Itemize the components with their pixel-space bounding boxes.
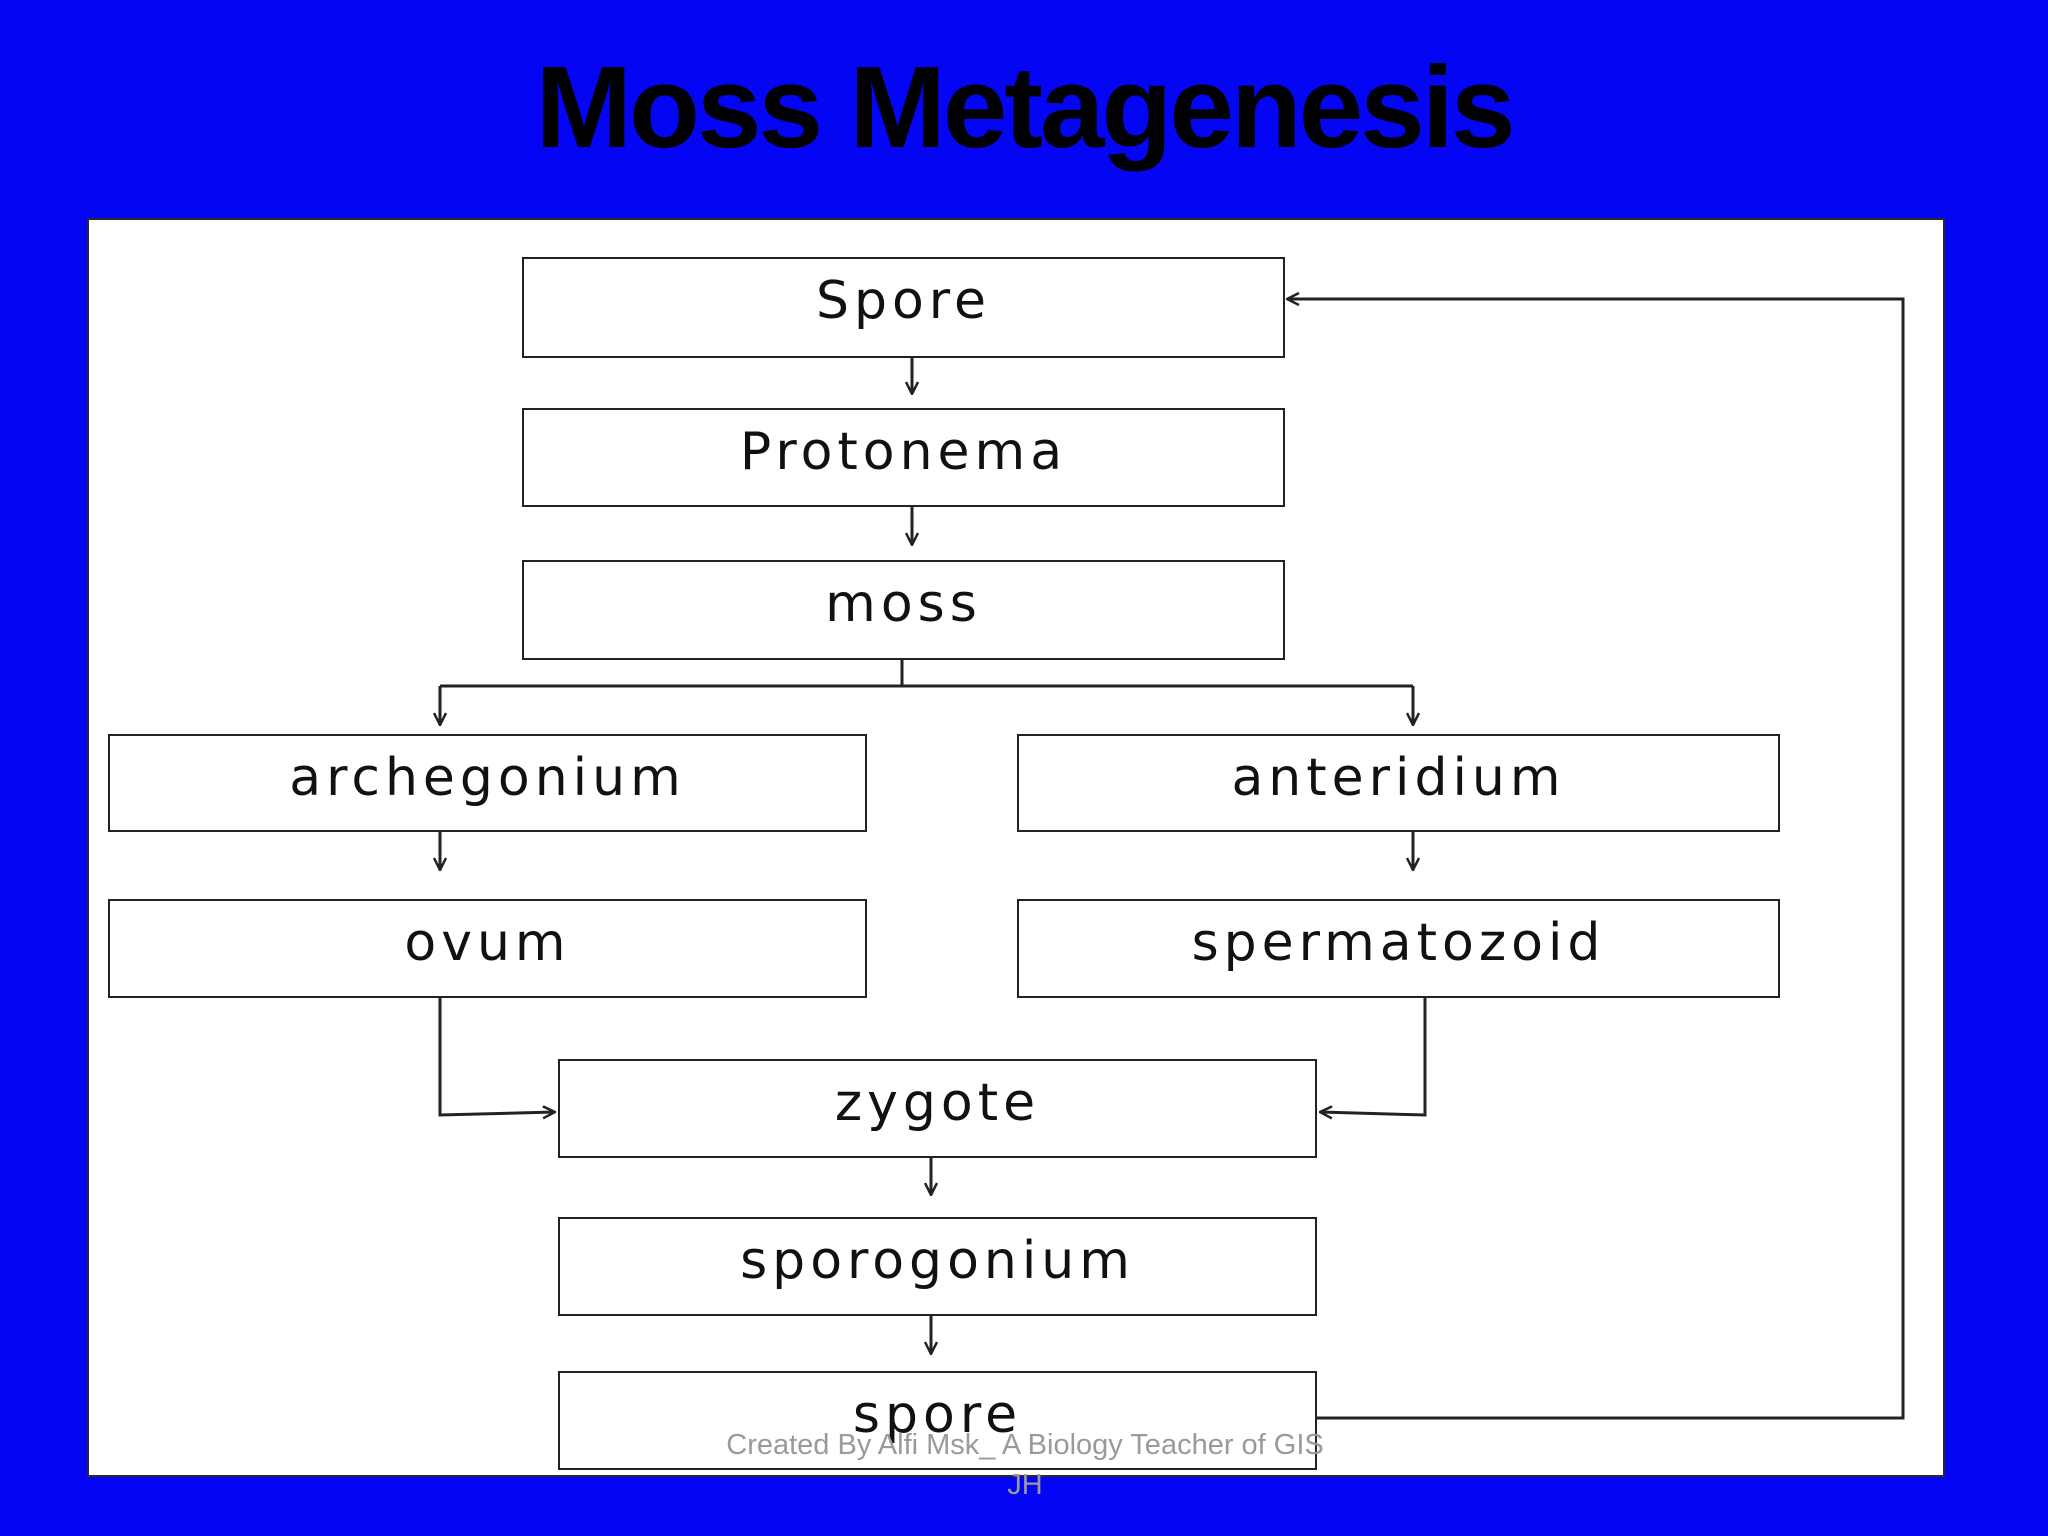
node-sporogonium: sporogonium	[558, 1217, 1317, 1316]
node-spore-bottom: spore	[558, 1371, 1317, 1470]
node-ovum: ovum	[108, 899, 867, 998]
node-spermatozoid: spermatozoid	[1017, 899, 1780, 998]
edge-spore-cycle-return	[1287, 299, 1905, 1420]
node-zygote: zygote	[558, 1059, 1317, 1158]
edge-spermatozoid-to-zygote	[1320, 998, 1427, 1115]
node-anteridium: anteridium	[1017, 734, 1780, 832]
node-archegonium: archegonium	[108, 734, 867, 832]
node-spore: Spore	[522, 257, 1285, 358]
credit-watermark: Created By Alfi Msk_ A Biology Teacher o…	[726, 1429, 1324, 1501]
edge-ovum-to-zygote	[438, 998, 555, 1115]
node-moss: moss	[522, 560, 1285, 660]
slide-title: Moss Metagenesis	[535, 42, 1515, 172]
node-protonema: Protonema	[522, 408, 1285, 507]
